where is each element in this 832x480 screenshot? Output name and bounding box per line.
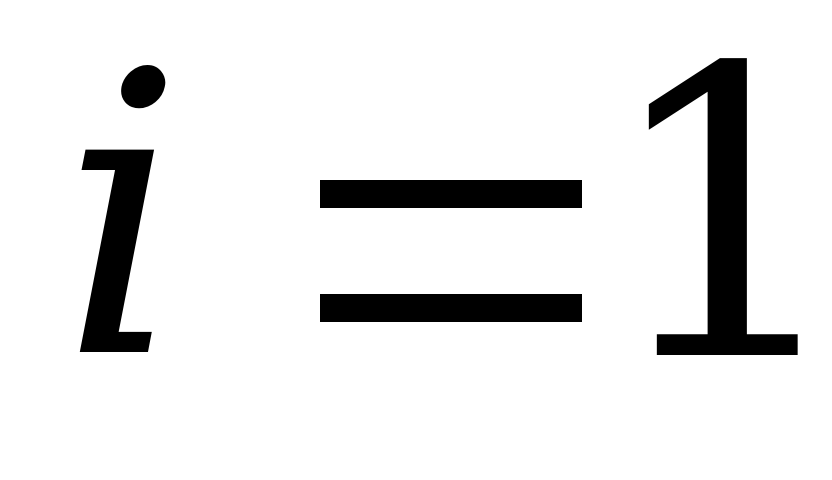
formula-value: 1 bbox=[600, 0, 832, 450]
equals-bar-bottom bbox=[320, 294, 582, 322]
equals-bar-top bbox=[320, 180, 582, 208]
equals-sign bbox=[320, 180, 582, 322]
formula-variable: i bbox=[60, 0, 185, 444]
